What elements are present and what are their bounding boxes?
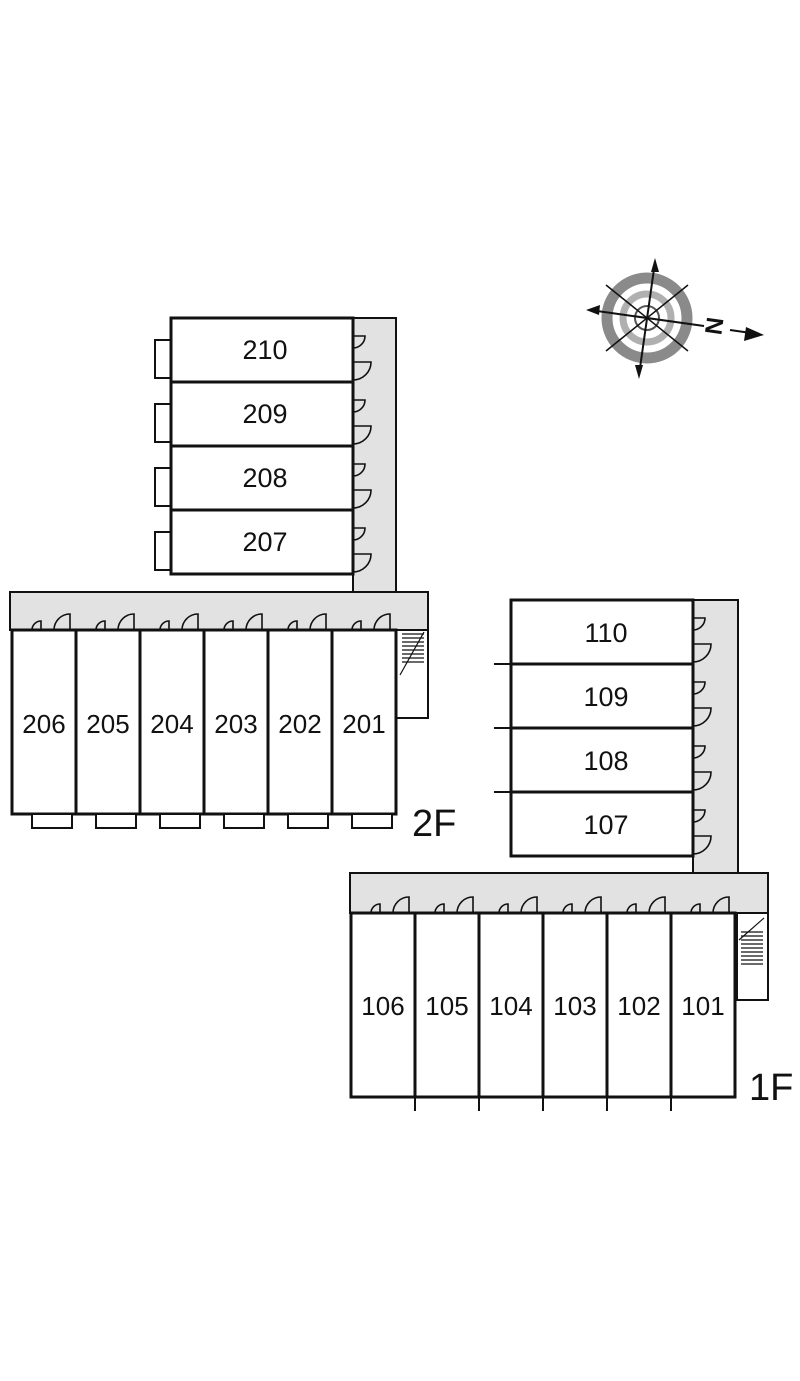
corridor-2f-horizontal <box>9 591 429 631</box>
compass-north-label: N <box>699 315 728 336</box>
unit-2f-v4: 207 <box>154 508 372 576</box>
door-icon <box>690 896 730 914</box>
unit-number: 205 <box>86 709 129 739</box>
stairs-1f-icon <box>738 917 765 965</box>
compass-icon: N <box>586 258 764 379</box>
floor-label-2f: 2F <box>412 803 456 845</box>
balcony <box>154 531 172 571</box>
door-icon <box>352 399 372 445</box>
door-icon <box>351 613 391 631</box>
balcony <box>95 813 137 829</box>
unit-number: 110 <box>584 618 627 648</box>
door-icon <box>626 896 666 914</box>
balcony <box>31 813 73 829</box>
unit-number: 207 <box>242 527 287 557</box>
unit-2f-h3: 204 <box>138 613 206 829</box>
unit-2f-v3: 208 <box>154 444 372 512</box>
unit-2f-h2: 205 <box>74 613 142 829</box>
unit-number: 106 <box>361 991 404 1021</box>
door-icon <box>352 463 372 509</box>
unit-number: 203 <box>214 709 257 739</box>
unit-2f-h1: 206 <box>10 613 78 829</box>
unit-1f-h2: 105 <box>413 896 481 1111</box>
unit-1f-v1: 110 <box>494 598 712 666</box>
door-icon <box>692 745 712 791</box>
unit-number: 101 <box>681 991 724 1021</box>
stairs-2f-icon <box>399 631 425 676</box>
balcony <box>351 813 393 829</box>
unit-number: 104 <box>489 991 532 1021</box>
door-icon <box>562 896 602 914</box>
door-icon <box>692 809 712 855</box>
balcony <box>159 813 201 829</box>
door-icon <box>31 613 71 631</box>
door-icon <box>159 613 199 631</box>
unit-1f-v2: 109 <box>494 662 712 730</box>
door-icon <box>287 613 327 631</box>
corridor-1f-horizontal <box>349 872 769 914</box>
door-icon <box>692 681 712 727</box>
unit-1f-v4: 107 <box>509 790 712 858</box>
unit-number: 202 <box>278 709 321 739</box>
unit-number: 208 <box>242 463 287 493</box>
unit-number: 108 <box>583 746 628 776</box>
unit-1f-h1: 106 <box>349 896 417 1111</box>
balcony <box>287 813 329 829</box>
door-icon <box>434 896 474 914</box>
unit-number: 105 <box>425 991 468 1021</box>
door-icon <box>352 527 372 573</box>
unit-number: 107 <box>583 810 628 840</box>
unit-1f-h6: 101 <box>669 896 737 1099</box>
unit-1f-h3: 104 <box>477 896 545 1111</box>
door-icon <box>95 613 135 631</box>
door-icon <box>370 896 410 914</box>
door-icon <box>692 617 712 663</box>
unit-number: 209 <box>242 399 287 429</box>
unit-2f-h6: 201 <box>330 613 398 829</box>
unit-2f-v1: 210 <box>154 316 372 384</box>
unit-1f-h5: 102 <box>605 896 673 1111</box>
landing-2f <box>395 629 429 719</box>
corridor-1f-vertical <box>692 599 739 876</box>
floor-2f: 210 209 208 207 206 <box>9 316 456 845</box>
door-icon <box>352 335 372 381</box>
unit-1f-h4: 103 <box>541 896 609 1111</box>
door-icon <box>498 896 538 914</box>
unit-number: 109 <box>583 682 628 712</box>
unit-number: 204 <box>150 709 193 739</box>
unit-number: 206 <box>22 709 65 739</box>
unit-number: 102 <box>617 991 660 1021</box>
door-icon <box>223 613 263 631</box>
unit-number: 103 <box>553 991 596 1021</box>
balcony <box>154 403 172 443</box>
floor-label-1f: 1F <box>749 1067 793 1109</box>
balcony <box>154 339 172 379</box>
floor-1f: 110 109 108 107 106 <box>349 598 793 1111</box>
unit-1f-v3: 108 <box>494 726 712 794</box>
unit-number: 210 <box>242 335 287 365</box>
balcony <box>154 467 172 507</box>
balcony <box>223 813 265 829</box>
unit-2f-v2: 209 <box>154 380 372 448</box>
unit-2f-h5: 202 <box>266 613 334 829</box>
unit-number: 201 <box>342 709 385 739</box>
unit-2f-h4: 203 <box>202 613 270 829</box>
